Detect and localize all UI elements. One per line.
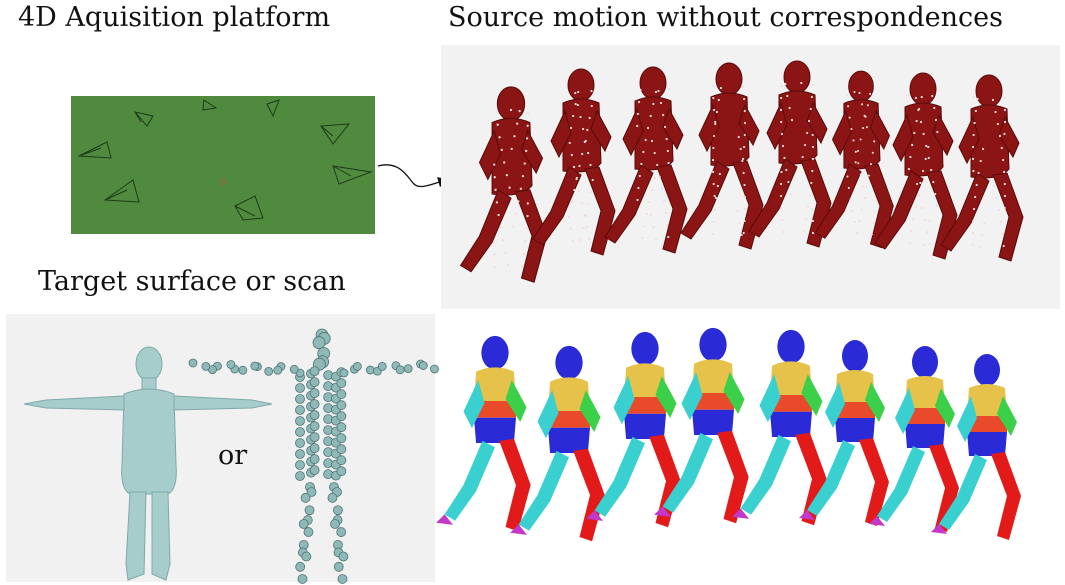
correspondence-figure [732,329,827,526]
camera-frustum-icon [133,111,154,127]
source-mesh-figure [874,72,958,260]
camera-frustum-icon [320,123,351,145]
template-mesh-figure [23,346,273,581]
target-figures: or [23,328,439,584]
camera-frustum-icon [77,141,112,159]
source-mesh-figure [814,70,894,249]
camera-frustum-icon [234,195,264,221]
camera-frustum-icon [266,99,280,118]
correspondence-figure [510,345,605,542]
target-surface-title: Target surface or scan [38,266,346,297]
scan-pointcloud-figure [188,328,439,584]
platform-title: 4D Aquisition platform [18,2,331,33]
camera-rig-drawing [77,99,373,221]
camera-frustum-icon [103,179,140,203]
source-mesh-figure [680,62,764,250]
source-mesh-figure [532,68,616,256]
source-mesh-figure [748,60,832,248]
correspondence-figure [931,354,1021,540]
acquisition-platform-panel [71,96,375,234]
source-mesh-figure [940,74,1024,262]
camera-frustum-icon [332,165,373,185]
correspondence-figure [799,340,889,526]
or-word: or [218,440,247,471]
correspondence-panel [436,314,1060,582]
correspondence-figure [436,335,531,532]
source-mesh-figure [459,86,548,283]
correspondence-figures [436,327,1021,542]
source-motion-panel [441,45,1060,309]
correspondence-figure [654,327,749,524]
target-surface-panel: or [6,314,439,584]
source-mesh-figure [604,66,688,254]
source-motion-title: Source motion without correspondences [448,2,1003,33]
source-motion-figures [459,60,1024,283]
camera-frustum-icon [202,99,218,111]
